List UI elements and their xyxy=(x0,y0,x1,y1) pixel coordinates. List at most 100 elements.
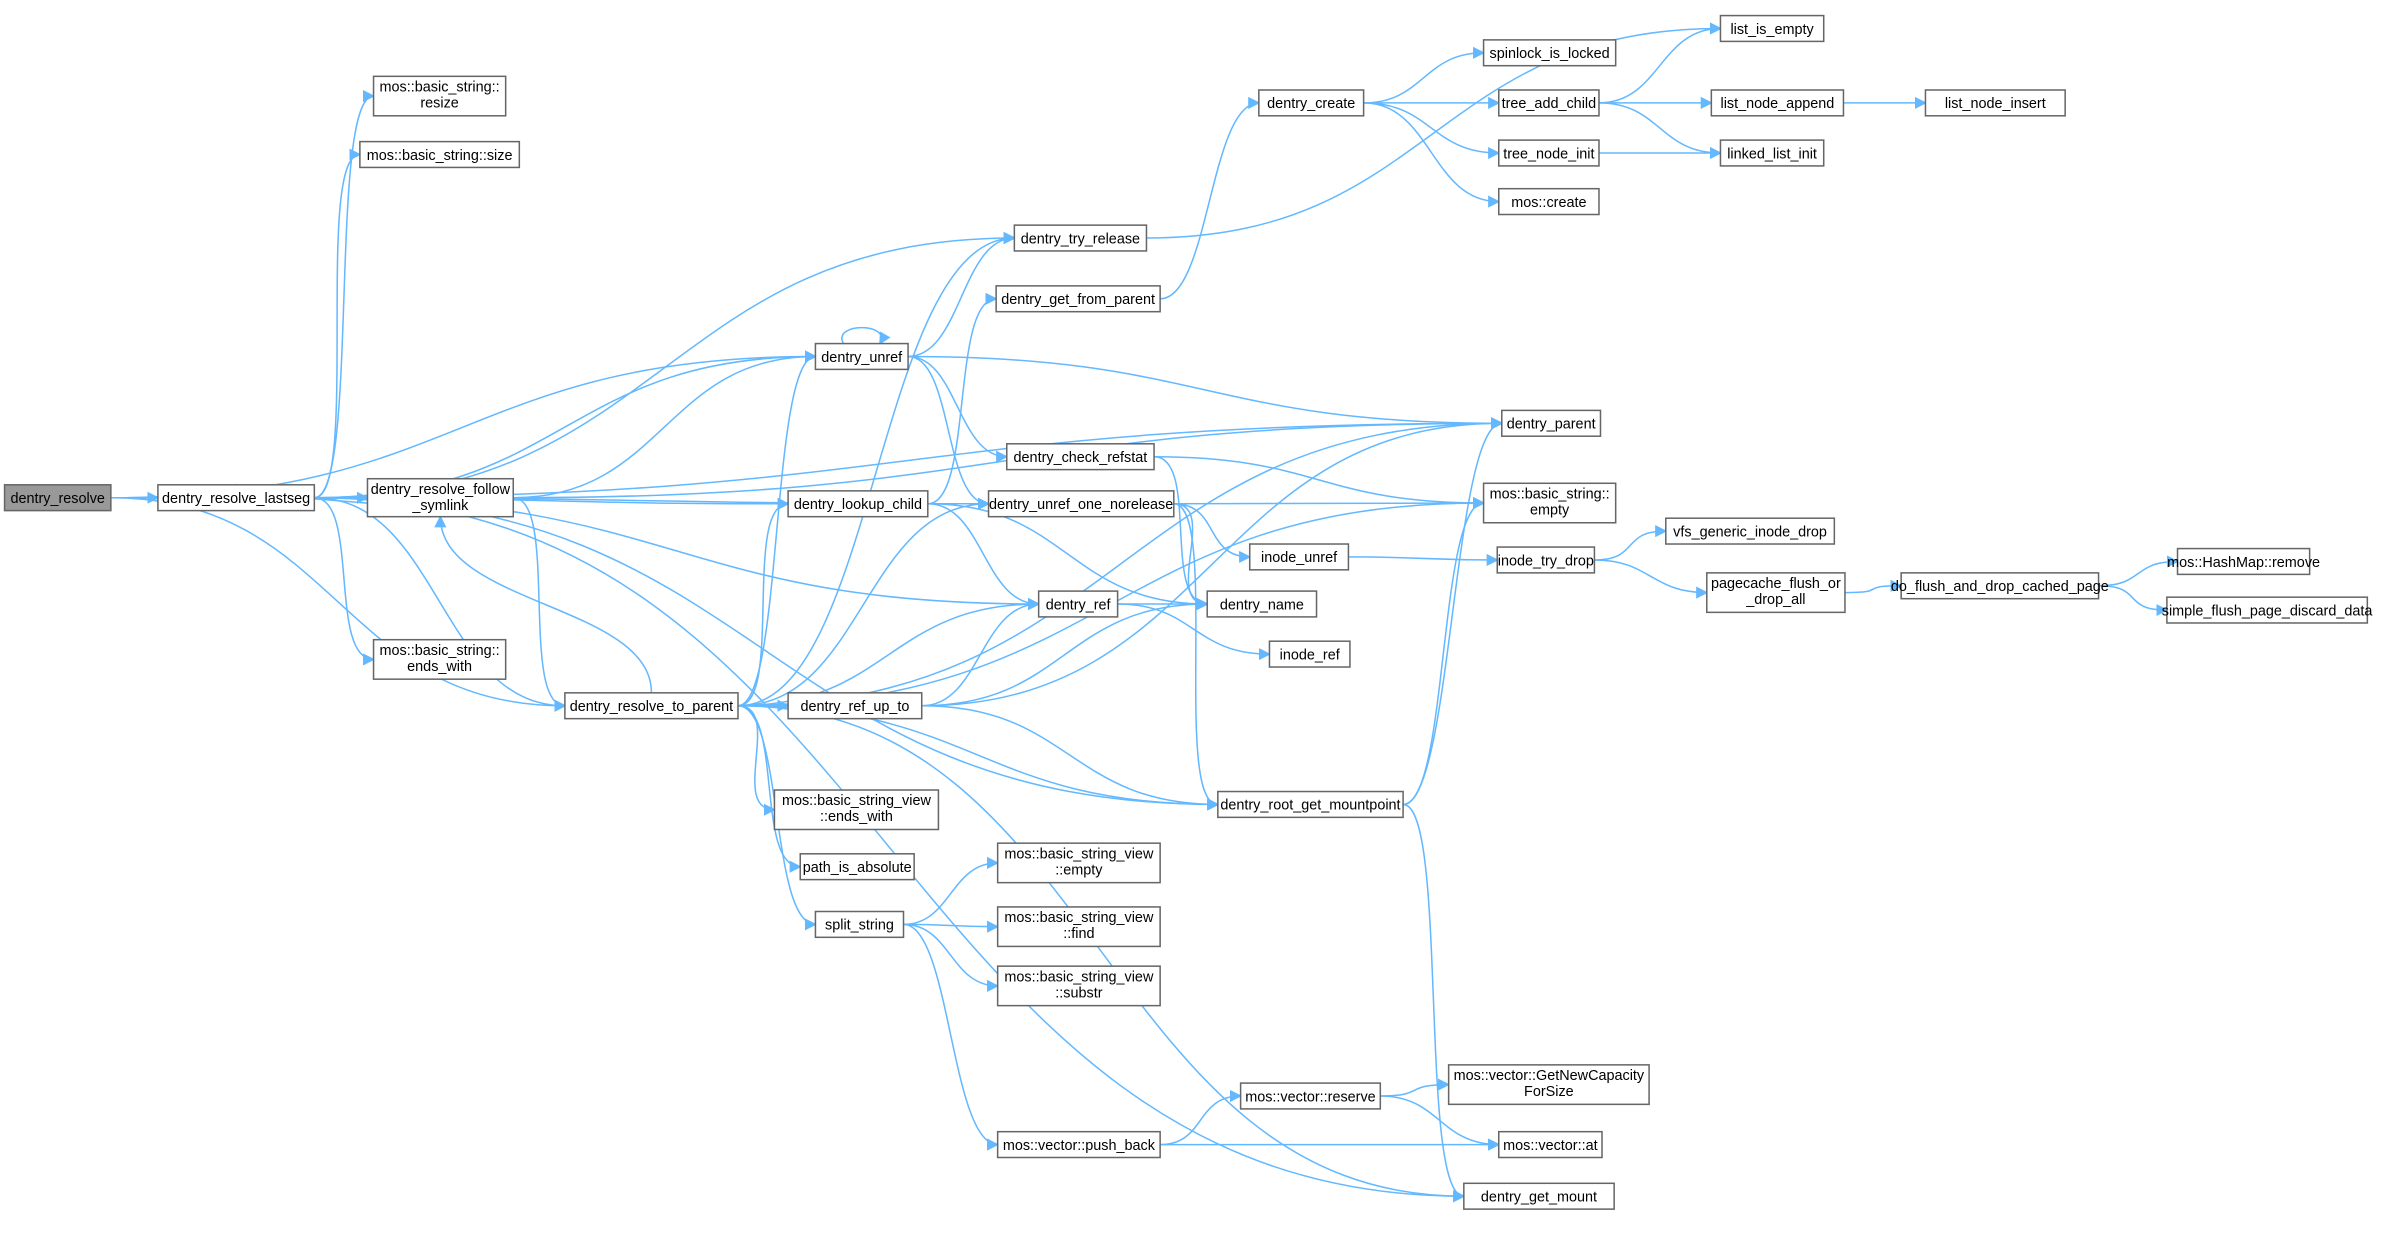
edge-follow-to-unref xyxy=(513,350,817,499)
node-ref_up_to[interactable]: dentry_ref_up_to xyxy=(787,692,923,720)
edge-mountpoint-to-get_mount xyxy=(1402,803,1466,1203)
node-inode_unref[interactable]: inode_unref xyxy=(1248,543,1350,571)
node-inode_ref[interactable]: inode_ref xyxy=(1268,640,1351,668)
node-do_flush[interactable]: do_flush_and_drop_cached_page xyxy=(1891,572,2109,600)
node-vfs_drop[interactable]: vfs_generic_inode_drop xyxy=(1665,517,1836,545)
node-label: ::substr xyxy=(1055,985,1102,1001)
node-list_node_insert[interactable]: list_node_insert xyxy=(1924,89,2066,117)
node-label: list_node_insert xyxy=(1945,96,2046,112)
node-label: split_string xyxy=(825,918,894,934)
node-sv_empty[interactable]: mos::basic_string_view::empty xyxy=(996,842,1161,884)
node-dentry_resolve[interactable]: dentry_resolve xyxy=(3,484,112,512)
node-label: mos::basic_string:: xyxy=(380,643,500,659)
node-box xyxy=(1482,482,1617,524)
node-box xyxy=(1482,39,1617,67)
node-box xyxy=(1239,1082,1382,1110)
node-parent[interactable]: dentry_parent xyxy=(1501,409,1602,437)
edge-mountpoint-to-parent xyxy=(1402,417,1504,806)
node-bs_empty[interactable]: mos::basic_string::empty xyxy=(1482,482,1617,524)
node-label: dentry_ref_up_to xyxy=(800,699,909,715)
node-label: mos::vector::at xyxy=(1503,1138,1597,1154)
node-label: mos::basic_string::size xyxy=(367,148,513,164)
node-box xyxy=(987,490,1175,518)
edge-create-to-tree_node_init xyxy=(1363,102,1501,160)
node-box xyxy=(1268,640,1351,668)
node-box xyxy=(1248,543,1350,571)
node-ref[interactable]: dentry_ref xyxy=(1037,590,1119,618)
node-box xyxy=(1665,517,1836,545)
node-get_from_parent[interactable]: dentry_get_from_parent xyxy=(995,285,1161,313)
node-size[interactable]: mos::basic_string::size xyxy=(359,140,521,169)
edge-check_refstat-to-bs_empty xyxy=(1154,455,1486,510)
node-list_node_append[interactable]: list_node_append xyxy=(1710,89,1845,117)
node-label: mos::HashMap::remove xyxy=(2167,555,2320,571)
node-label: mos::create xyxy=(1511,195,1586,211)
node-box xyxy=(1496,546,1596,574)
node-mos_create[interactable]: mos::create xyxy=(1497,187,1600,216)
node-label: dentry_get_from_parent xyxy=(1001,292,1155,308)
node-lookup_child[interactable]: dentry_lookup_child xyxy=(787,490,929,518)
edge-to_parent-to-ref xyxy=(737,597,1041,707)
node-inode_try_drop[interactable]: inode_try_drop xyxy=(1496,546,1596,574)
edge-try_release-to-list_is_empty xyxy=(1146,22,1722,239)
node-reserve[interactable]: mos::vector::reserve xyxy=(1239,1082,1382,1110)
node-get_mount[interactable]: dentry_get_mount xyxy=(1463,1182,1615,1210)
edge-get_from_parent-to-create xyxy=(1160,96,1261,300)
node-lastseg[interactable]: dentry_resolve_lastseg xyxy=(157,484,316,512)
node-simple_flush[interactable]: simple_flush_page_discard_data xyxy=(2162,596,2374,624)
node-try_release[interactable]: dentry_try_release xyxy=(1013,224,1148,252)
node-sv_substr[interactable]: mos::basic_string_view::substr xyxy=(996,965,1161,1007)
node-spinlock[interactable]: spinlock_is_locked xyxy=(1482,39,1617,67)
node-box xyxy=(2176,547,2311,576)
node-mountpoint[interactable]: dentry_root_get_mountpoint xyxy=(1217,790,1404,819)
edge-lastseg-to-to_parent xyxy=(314,496,567,712)
edge-unref-to-try_release xyxy=(908,231,1016,358)
node-vec_at[interactable]: mos::vector::at xyxy=(1497,1130,1603,1159)
node-check_refstat[interactable]: dentry_check_refstat xyxy=(1006,443,1155,471)
node-label: inode_try_drop xyxy=(1498,553,1594,569)
node-label: ::find xyxy=(1063,926,1094,942)
node-label: dentry_check_refstat xyxy=(1014,450,1148,466)
node-box xyxy=(814,342,909,371)
edge-to_parent-to-path_abs xyxy=(737,704,802,873)
node-name[interactable]: dentry_name xyxy=(1206,590,1318,618)
node-tree_node_init[interactable]: tree_node_init xyxy=(1497,139,1600,167)
node-label: dentry_lookup_child xyxy=(794,497,922,513)
node-hashmap_remove[interactable]: mos::HashMap::remove xyxy=(2167,547,2320,576)
edge-check_refstat-to-name xyxy=(1154,455,1209,611)
edge-ref_up_to-to-parent xyxy=(921,417,1504,707)
edge-pagecache-to-do_flush xyxy=(1844,579,1903,594)
node-label: dentry_resolve xyxy=(10,491,105,507)
node-pagecache[interactable]: pagecache_flush_or_drop_all xyxy=(1706,572,1846,614)
edge-to_parent-to-unref xyxy=(737,350,817,707)
node-box xyxy=(1719,139,1825,167)
edge-unref_one-to-name xyxy=(1173,503,1209,611)
node-box xyxy=(366,477,515,518)
node-push_back[interactable]: mos::vector::push_back xyxy=(996,1130,1161,1159)
edge-unref_one-to-mountpoint xyxy=(1173,503,1220,811)
node-resize[interactable]: mos::basic_string::resize xyxy=(372,75,507,117)
node-bs_ends_with[interactable]: mos::basic_string::ends_with xyxy=(372,638,507,680)
node-box xyxy=(1719,14,1825,43)
node-label: mos::basic_string:: xyxy=(380,80,500,96)
node-list_is_empty[interactable]: list_is_empty xyxy=(1719,14,1825,43)
node-unref[interactable]: dentry_unref xyxy=(814,342,909,371)
node-sv_find[interactable]: mos::basic_string_view::find xyxy=(996,906,1161,948)
node-sv_ends_with[interactable]: mos::basic_string_view::ends_with xyxy=(773,789,940,831)
node-split[interactable]: split_string xyxy=(814,910,905,939)
node-tree_add_child[interactable]: tree_add_child xyxy=(1497,89,1600,117)
edge-ref_up_to-to-ref xyxy=(921,597,1041,707)
node-path_abs[interactable]: path_is_absolute xyxy=(799,853,915,881)
edge-reserve-to-getnewcap xyxy=(1380,1078,1451,1097)
node-unref_one[interactable]: dentry_unref_one_norelease xyxy=(987,490,1175,518)
node-to_parent[interactable]: dentry_resolve_to_parent xyxy=(564,692,739,720)
node-linked_list_init[interactable]: linked_list_init xyxy=(1719,139,1825,167)
node-box xyxy=(996,965,1161,1007)
node-label: ::empty xyxy=(1055,862,1103,878)
edge-to_parent-to-follow xyxy=(434,515,653,693)
node-create[interactable]: dentry_create xyxy=(1258,89,1365,117)
node-label: dentry_try_release xyxy=(1021,231,1140,247)
node-label: inode_unref xyxy=(1261,550,1338,566)
node-follow[interactable]: dentry_resolve_follow_symlink xyxy=(366,477,515,518)
